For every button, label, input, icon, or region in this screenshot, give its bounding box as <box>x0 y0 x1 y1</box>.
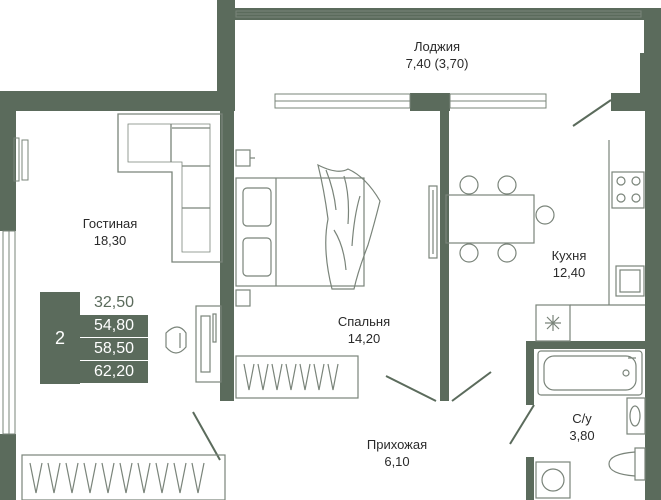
bathtub <box>537 350 643 396</box>
windows <box>2 10 642 435</box>
wardrobe-bedroom <box>235 355 359 399</box>
washing-machine <box>535 461 571 499</box>
room-bedroom-area: 14,20 <box>347 331 381 346</box>
room-bathroom-name: С/у <box>572 411 592 426</box>
area-summary: 2 32,50 54,80 58,50 62,20 <box>40 292 148 384</box>
room-living-area: 18,30 <box>93 233 127 248</box>
room-hall-name: Прихожая <box>366 437 428 452</box>
dining-set <box>445 175 555 263</box>
sofa <box>117 113 223 263</box>
room-kitchen: Кухня 12,40 <box>552 247 587 281</box>
area-value-total-with-loggia-reduced: 58,50 <box>80 338 148 360</box>
sink <box>626 397 646 435</box>
room-kitchen-area: 12,40 <box>552 265 586 280</box>
room-loggia-name: Лоджия <box>413 39 461 54</box>
doors <box>192 99 612 461</box>
area-list: 32,50 54,80 58,50 62,20 <box>80 292 148 384</box>
room-loggia: Лоджия 7,40 (3,70) <box>406 38 469 72</box>
room-bedroom: Спальня 14,20 <box>338 313 390 347</box>
area-value-total: 54,80 <box>80 315 148 337</box>
room-bathroom-area: 3,80 <box>569 428 595 443</box>
kitchen-counter <box>535 140 645 342</box>
wardrobe-living <box>21 454 226 500</box>
area-value-living: 32,50 <box>80 292 148 314</box>
room-living-name: Гостиная <box>82 216 138 231</box>
rooms-count-badge: 2 <box>40 292 80 384</box>
room-kitchen-name: Кухня <box>551 248 587 263</box>
area-value-total-with-loggia: 62,20 <box>80 361 148 383</box>
desk <box>165 305 222 383</box>
room-bedroom-name: Спальня <box>337 314 391 329</box>
tv-bedroom <box>428 185 438 259</box>
room-living: Гостиная 18,30 <box>83 215 138 249</box>
room-hall: Прихожая 6,10 <box>367 436 427 470</box>
room-bathroom: С/у 3,80 <box>569 410 594 444</box>
bed <box>235 149 381 307</box>
toilet <box>608 447 646 481</box>
room-loggia-area: 7,40 (3,70) <box>405 56 469 71</box>
room-hall-area: 6,10 <box>384 454 410 469</box>
